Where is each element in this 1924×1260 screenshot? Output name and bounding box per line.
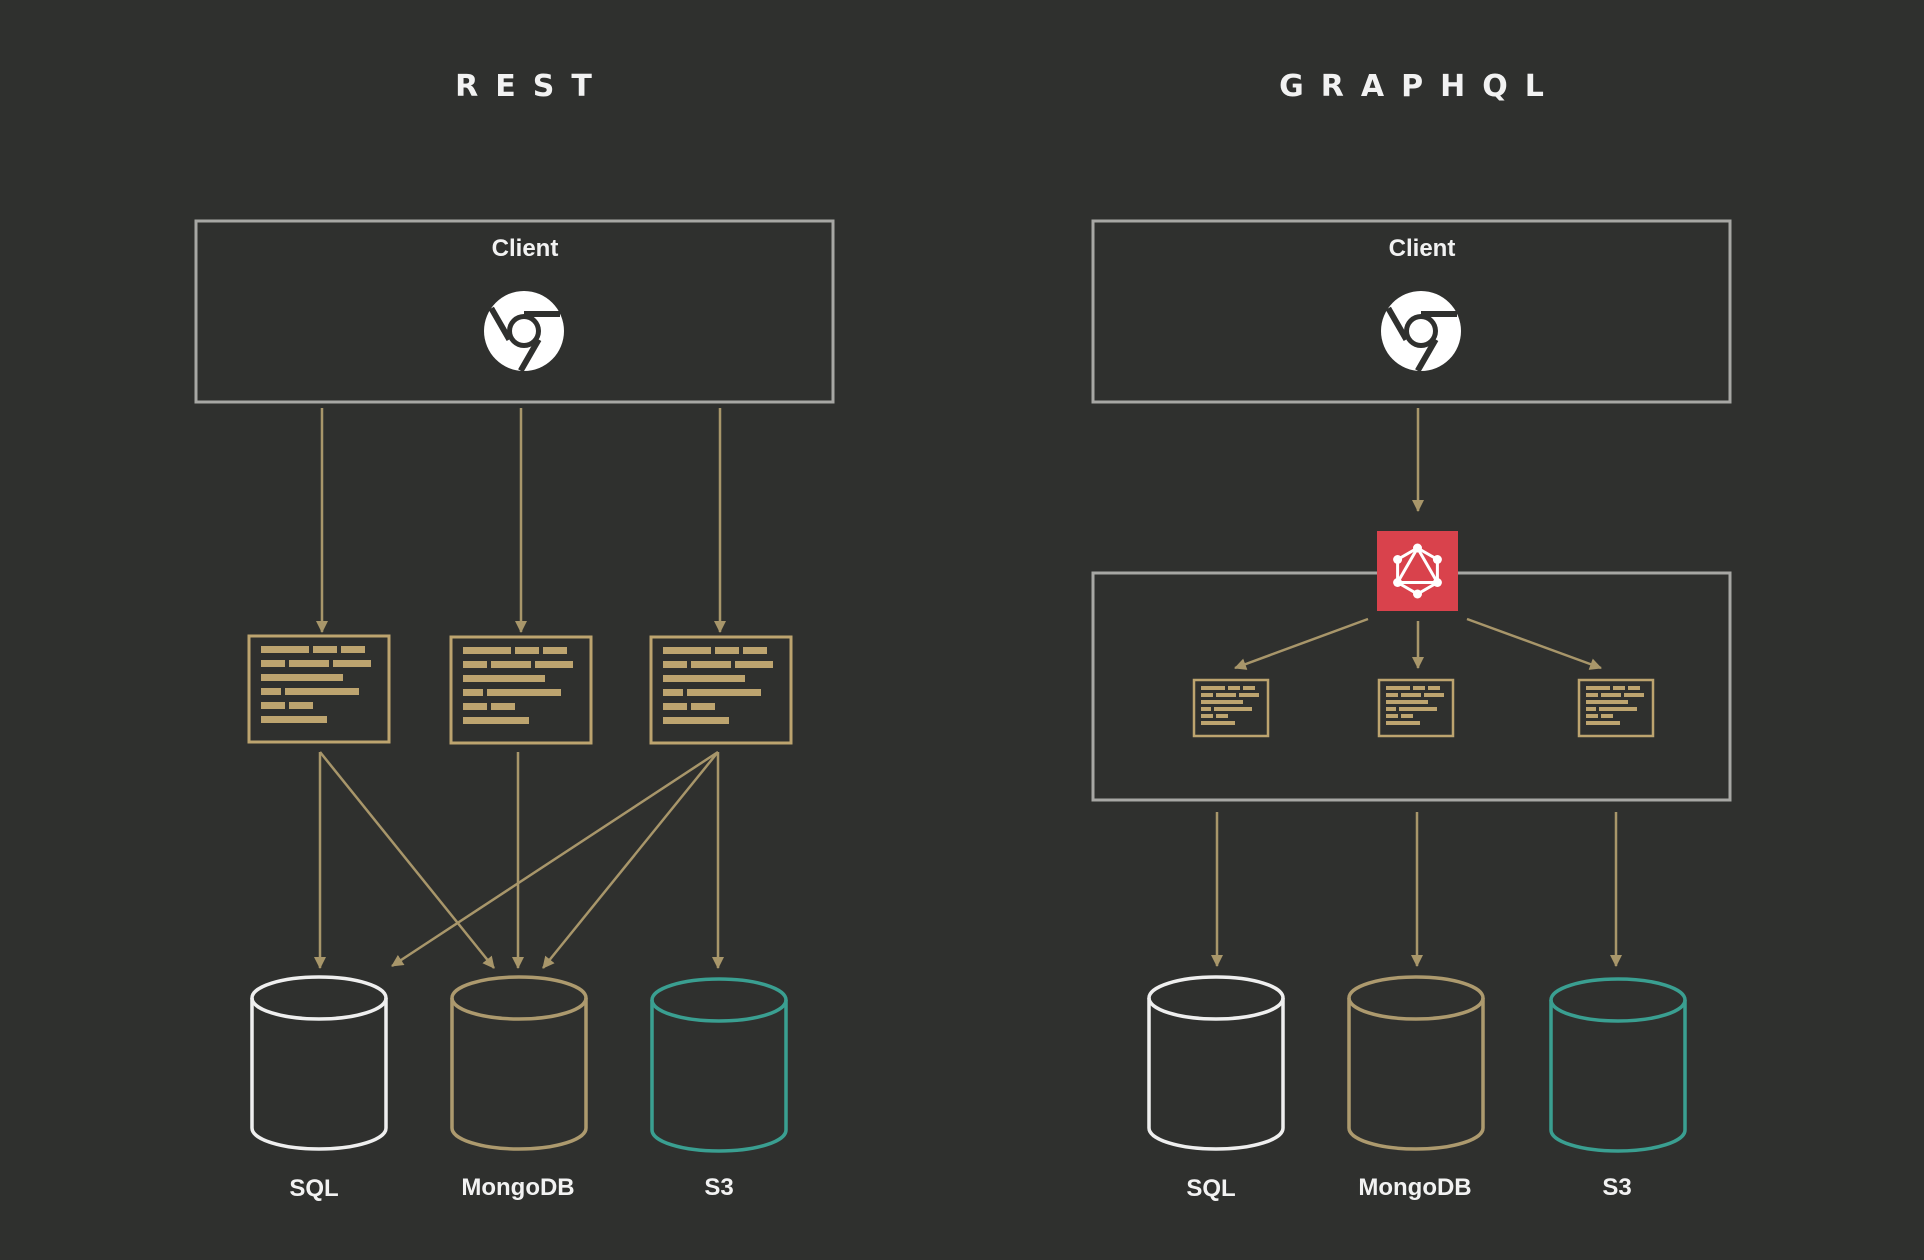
- arrow: [542, 751, 719, 969]
- mongodb-database-icon: [450, 975, 588, 1151]
- mongodb-label: MongoDB: [461, 1174, 574, 1201]
- graphql-db-arrows: [1211, 812, 1622, 967]
- document-icon: [1377, 678, 1455, 738]
- document-icon: [1192, 678, 1270, 738]
- sql-database-icon: [1147, 975, 1285, 1151]
- graphql-server-box: [1091, 531, 1732, 802]
- rest-title: REST: [455, 69, 609, 104]
- sql-label: SQL: [1186, 1175, 1235, 1202]
- mongodb-database-icon: [1347, 975, 1485, 1151]
- arrow: [391, 750, 719, 968]
- document-icon: [247, 634, 391, 744]
- sql-label: SQL: [289, 1175, 338, 1202]
- graphql-client-frame: [1091, 219, 1732, 404]
- graphql-client-label: Client: [1389, 235, 1456, 262]
- chrome-icon: [1381, 291, 1461, 371]
- sql-database-icon: [250, 975, 388, 1151]
- s3-database-icon: [650, 977, 788, 1153]
- arrow: [1466, 617, 1602, 670]
- rest-endpoints: [247, 634, 793, 745]
- document-icon: [449, 635, 593, 745]
- rest-databases: SQL MongoDB S3: [250, 975, 788, 1202]
- document-icon: [1577, 678, 1655, 738]
- rest-panel: REST Client: [194, 69, 835, 1202]
- rest-client-label: Client: [492, 235, 559, 262]
- s3-label: S3: [1602, 1174, 1631, 1201]
- graphql-panel: GRAPHQL Client: [1091, 69, 1732, 1202]
- rest-client-frame: [194, 219, 835, 404]
- rest-client-box: Client: [194, 219, 835, 404]
- mongodb-label: MongoDB: [1358, 1174, 1471, 1201]
- graphql-client-box: Client: [1091, 219, 1732, 404]
- graphql-title: GRAPHQL: [1279, 69, 1561, 104]
- graphql-logo-icon: [1377, 531, 1458, 611]
- s3-label: S3: [704, 1174, 733, 1201]
- rest-db-arrows: [314, 750, 724, 969]
- graphql-databases: SQL MongoDB S3: [1147, 975, 1687, 1202]
- s3-database-icon: [1549, 977, 1687, 1153]
- rest-client-arrows: [316, 408, 726, 633]
- document-icon: [649, 635, 793, 745]
- chrome-icon: [484, 291, 564, 371]
- arrow: [1234, 617, 1369, 670]
- arrow: [319, 751, 495, 969]
